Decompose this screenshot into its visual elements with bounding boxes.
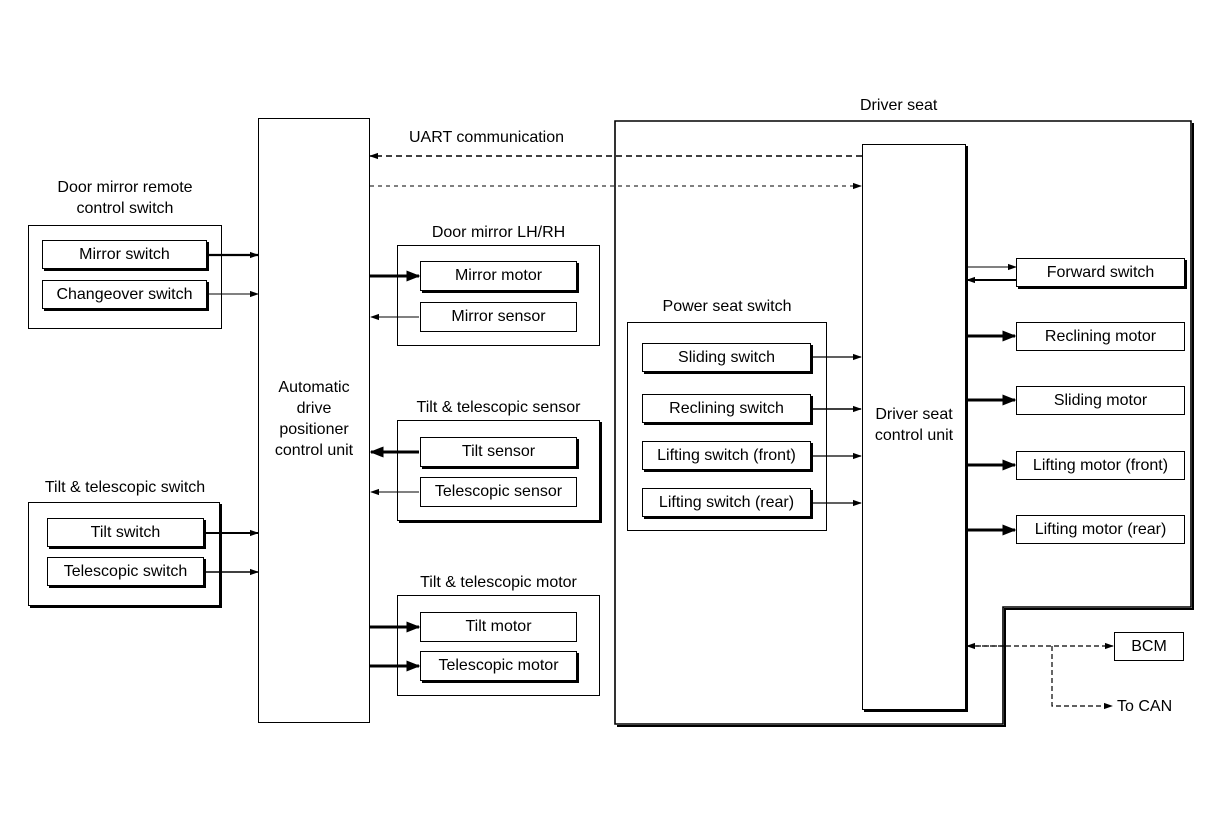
adp-control-unit	[258, 118, 370, 723]
lifting-motor-front-box: Lifting motor (front)	[1016, 451, 1185, 480]
adp-label-line3: positioner	[279, 421, 349, 438]
driver-seat-title: Driver seat	[860, 97, 938, 114]
tilt-telescopic-sensor-title: Tilt & telescopic sensor	[416, 399, 581, 416]
tilt-motor-box: Tilt motor	[420, 612, 577, 642]
reclining-switch-box: Reclining switch	[642, 394, 811, 423]
door-mirror-remote-title-line2: control switch	[76, 200, 174, 217]
door-mirror-title: Door mirror LH/RH	[431, 224, 566, 241]
mirror-switch-box: Mirror switch	[42, 240, 207, 269]
sliding-motor-box: Sliding motor	[1016, 386, 1185, 415]
adp-control-unit-label: Automatic drive positioner control unit	[258, 377, 370, 461]
adp-label-line2: drive	[296, 400, 332, 417]
tilt-sensor-box: Tilt sensor	[420, 437, 577, 467]
can-line	[1051, 646, 1113, 710]
uart-label: UART communication	[409, 129, 565, 146]
tilt-telescopic-switch-group	[28, 502, 220, 606]
lifting-switch-front-box: Lifting switch (front)	[642, 441, 811, 470]
tilt-telescopic-motor-title: Tilt & telescopic motor	[420, 574, 577, 591]
driver-seat-outline	[614, 120, 1192, 725]
door-mirror-group	[397, 245, 600, 346]
power-seat-switch-group	[627, 322, 827, 531]
dscu-label-line2: control unit	[874, 427, 954, 444]
mirror-sensor-box: Mirror sensor	[420, 302, 577, 332]
forward-switch-box: Forward switch	[1016, 258, 1185, 287]
tilt-switch-box: Tilt switch	[47, 518, 204, 547]
tilt-telescopic-switch-title: Tilt & telescopic switch	[44, 479, 206, 496]
telescopic-switch-box: Telescopic switch	[47, 557, 204, 586]
door-mirror-remote-group	[28, 225, 222, 329]
door-mirror-remote-title: Door mirror remote control switch	[28, 177, 222, 219]
driver-seat-control-unit-label: Driver seat control unit	[862, 404, 966, 446]
lifting-motor-rear-box: Lifting motor (rear)	[1016, 515, 1185, 544]
bcm-box: BCM	[1114, 632, 1184, 661]
sliding-switch-box: Sliding switch	[642, 343, 811, 372]
tilt-telescopic-motor-group	[397, 595, 600, 696]
reclining-motor-box: Reclining motor	[1016, 322, 1185, 351]
adp-label-line4: control unit	[274, 442, 354, 459]
telescopic-motor-box: Telescopic motor	[420, 651, 577, 681]
adp-label-line1: Automatic	[278, 379, 350, 396]
telescopic-sensor-box: Telescopic sensor	[420, 477, 577, 507]
power-seat-switch-title: Power seat switch	[662, 298, 792, 315]
tilt-telescopic-sensor-group	[397, 420, 600, 521]
driver-seat-control-unit	[862, 144, 966, 710]
mirror-motor-box: Mirror motor	[420, 261, 577, 291]
door-mirror-remote-title-line1: Door mirror remote	[57, 179, 193, 196]
dscu-label-line1: Driver seat	[875, 406, 953, 423]
changeover-switch-box: Changeover switch	[42, 280, 207, 309]
to-can-label: To CAN	[1117, 698, 1173, 715]
lifting-switch-rear-box: Lifting switch (rear)	[642, 488, 811, 517]
